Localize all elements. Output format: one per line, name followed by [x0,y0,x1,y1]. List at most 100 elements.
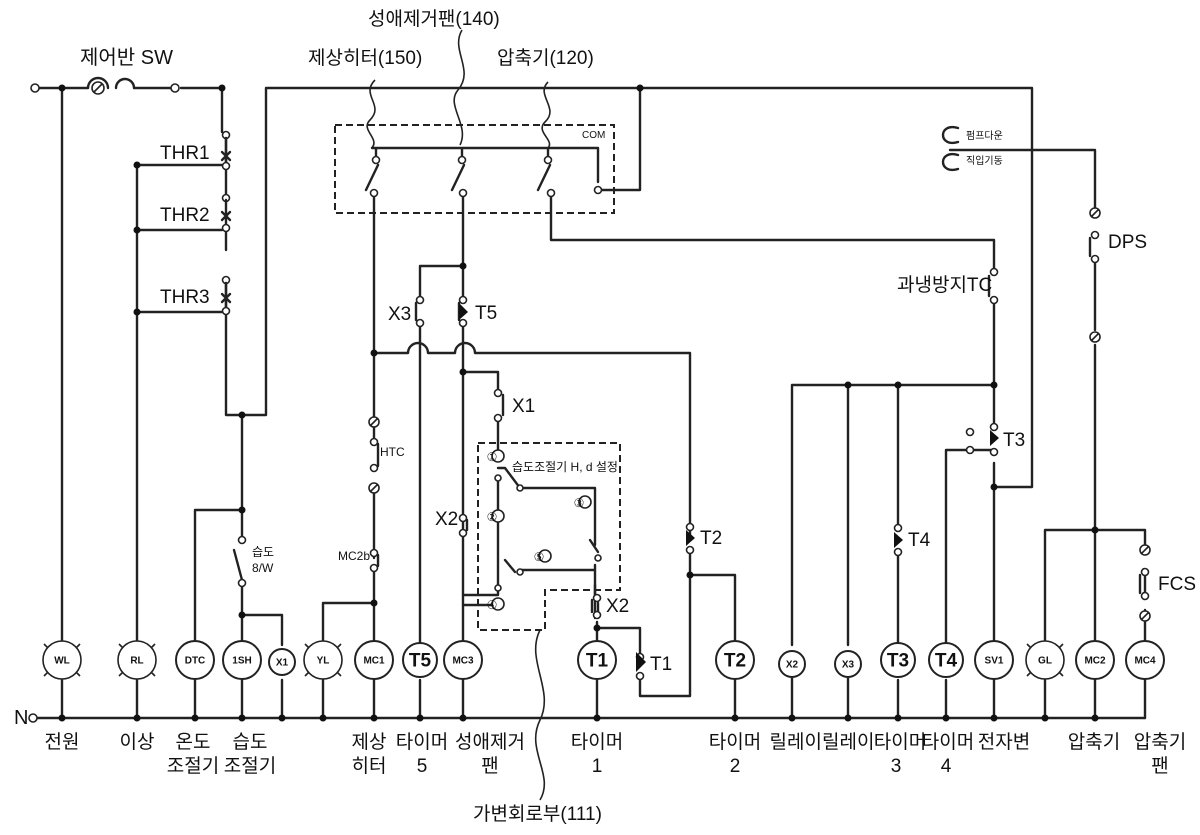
t5-contact-label: T5 [475,303,497,324]
temp-controller-label-2: 조절기 [167,755,219,777]
x2-right-label: X2 [606,596,629,617]
load-symbols: WL RL DTC 1SH X1 YL MC1 T [43,641,1164,679]
timer5-label-2: 5 [417,756,428,777]
compressor-bottom-label: 압축기 [1068,731,1120,753]
fault-label: 이상 [120,731,155,753]
svg-text:DTC: DTC [185,656,206,667]
coil-mc4: MC4 [1126,641,1164,679]
control-panel-sw-label: 제어반 SW [80,46,173,69]
timer3-label-1: 타이머 [874,731,926,753]
thr3-label: THR3 [160,287,210,308]
t3-contact-label: T3 [1003,430,1025,451]
humid-switch-label-1: 습도 [252,545,274,559]
solenoid-label: 전자변 [978,731,1030,753]
svg-text:T3: T3 [887,651,909,672]
defrost-heater-label: 제상히터(150) [308,47,422,69]
defrost-heater-bottom-1: 제상 [352,731,387,753]
wiring [38,88,1145,718]
svg-text:X2: X2 [786,660,799,671]
coil-mc2: MC2 [1076,641,1114,679]
direct-start-label: 직입기동 [966,154,1003,167]
bottom-labels: 전원 이상 온도 조절기 습도 조절기 제상 히터 타이머 5 성애제거 팬 타… [45,731,1187,777]
thr1-label: THR1 [160,143,210,164]
x2-left-label: X2 [435,509,458,530]
overcool-tc-label: 과냉방지TC [897,274,992,296]
power-label: 전원 [45,731,80,753]
timer4-label-2: 4 [941,756,952,777]
svg-text:T1: T1 [586,651,609,672]
dps-label: DPS [1108,232,1147,253]
compressor-fan-label-1: 압축기 [1134,731,1186,753]
x3-label: X3 [388,304,411,325]
svg-text:RL: RL [130,656,143,667]
coil-x2: X2 [779,651,805,677]
temp-controller-label-1: 온도 [176,732,211,753]
timer-contacts-right [592,127,1150,679]
humid-controller-label-2: 조절기 [224,755,276,777]
timer5-label-1: 타이머 [396,731,448,753]
coil-dtc: DTC [176,641,214,679]
svg-text:GL: GL [1038,656,1052,667]
timer-t4: T4 [929,643,963,677]
lamp-wl: WL [43,641,81,679]
svg-text:T5: T5 [409,651,432,672]
coil-mc1: MC1 [355,641,393,679]
terminal-5-label: ⑤ [534,550,545,564]
humid-controller-label-1: 습도 [233,731,268,753]
humidistat-label: 습도조절기 H, d 설정 [512,460,618,474]
defrost-heater-bottom-2: 히터 [352,755,387,777]
com-box [335,125,614,213]
thermal-relay-contacts [134,85,644,419]
timer1-label-1: 타이머 [571,731,623,753]
timer2-label-1: 타이머 [709,731,761,753]
coil-x3: X3 [835,651,861,677]
coil-mc3: MC3 [444,641,482,679]
frost-fan-label: 성애제거팬(140) [368,8,500,30]
timer-t2: T2 [716,641,754,679]
timer4-label-1: 타이머 [922,731,974,753]
htc-label: HTC [380,445,405,459]
neutral-label: N [14,707,28,729]
svg-text:WL: WL [54,656,70,667]
t1-contact-label: T1 [650,654,672,675]
compressor-fan-label-2: 팬 [1151,755,1168,777]
terminal-3-label: ③ [574,496,585,510]
svg-text:1SH: 1SH [232,656,251,667]
terminal-2-label: ② [487,510,498,524]
timer2-label-2: 2 [730,756,741,777]
lamp-gl: GL [1026,641,1064,679]
svg-text:YL: YL [317,656,330,667]
svg-text:MC2: MC2 [1084,656,1106,667]
svg-text:MC3: MC3 [452,656,474,667]
svg-text:SV1: SV1 [985,656,1004,667]
timer-t5: T5 [403,643,437,677]
frost-fan-bottom-1: 성애제거 [455,731,525,753]
timer-t3: T3 [881,643,915,677]
relays-label: 릴레이릴레이 [770,731,875,753]
x1-contact-label: X1 [512,396,535,417]
compressor-label: 압축기(120) [497,47,594,69]
t2-contact-label: T2 [700,528,722,549]
lamp-rl: RL [118,641,156,679]
coil-sv1: SV1 [975,641,1013,679]
timer1-label-2: 1 [592,756,603,777]
lamp-yl: YL [304,641,342,679]
fcs-label: FCS [1158,574,1196,595]
coil-1sh: 1SH [223,641,261,679]
control-panel-switch [31,78,226,94]
variable-circuit-label: 가변회로부(111) [473,803,602,825]
humid-switch-label-2: 8/W [252,561,274,575]
timer-t1: T1 [578,641,616,679]
svg-text:MC1: MC1 [363,656,385,667]
t4-contact-label: T4 [908,530,931,551]
contact-labels: THR1 THR2 THR3 X3 T5 X1 X2 X2 T1 T2 T3 T… [160,130,1196,675]
timer3-label-2: 3 [891,756,902,777]
com-label: COM [582,130,605,141]
mc2b-label: MC2b [338,549,370,563]
terminal-4-label: ④ [487,598,498,612]
svg-text:T4: T4 [935,651,958,672]
coil-x1: X1 [269,649,295,675]
svg-text:MC4: MC4 [1134,656,1156,667]
svg-text:T2: T2 [724,651,746,672]
